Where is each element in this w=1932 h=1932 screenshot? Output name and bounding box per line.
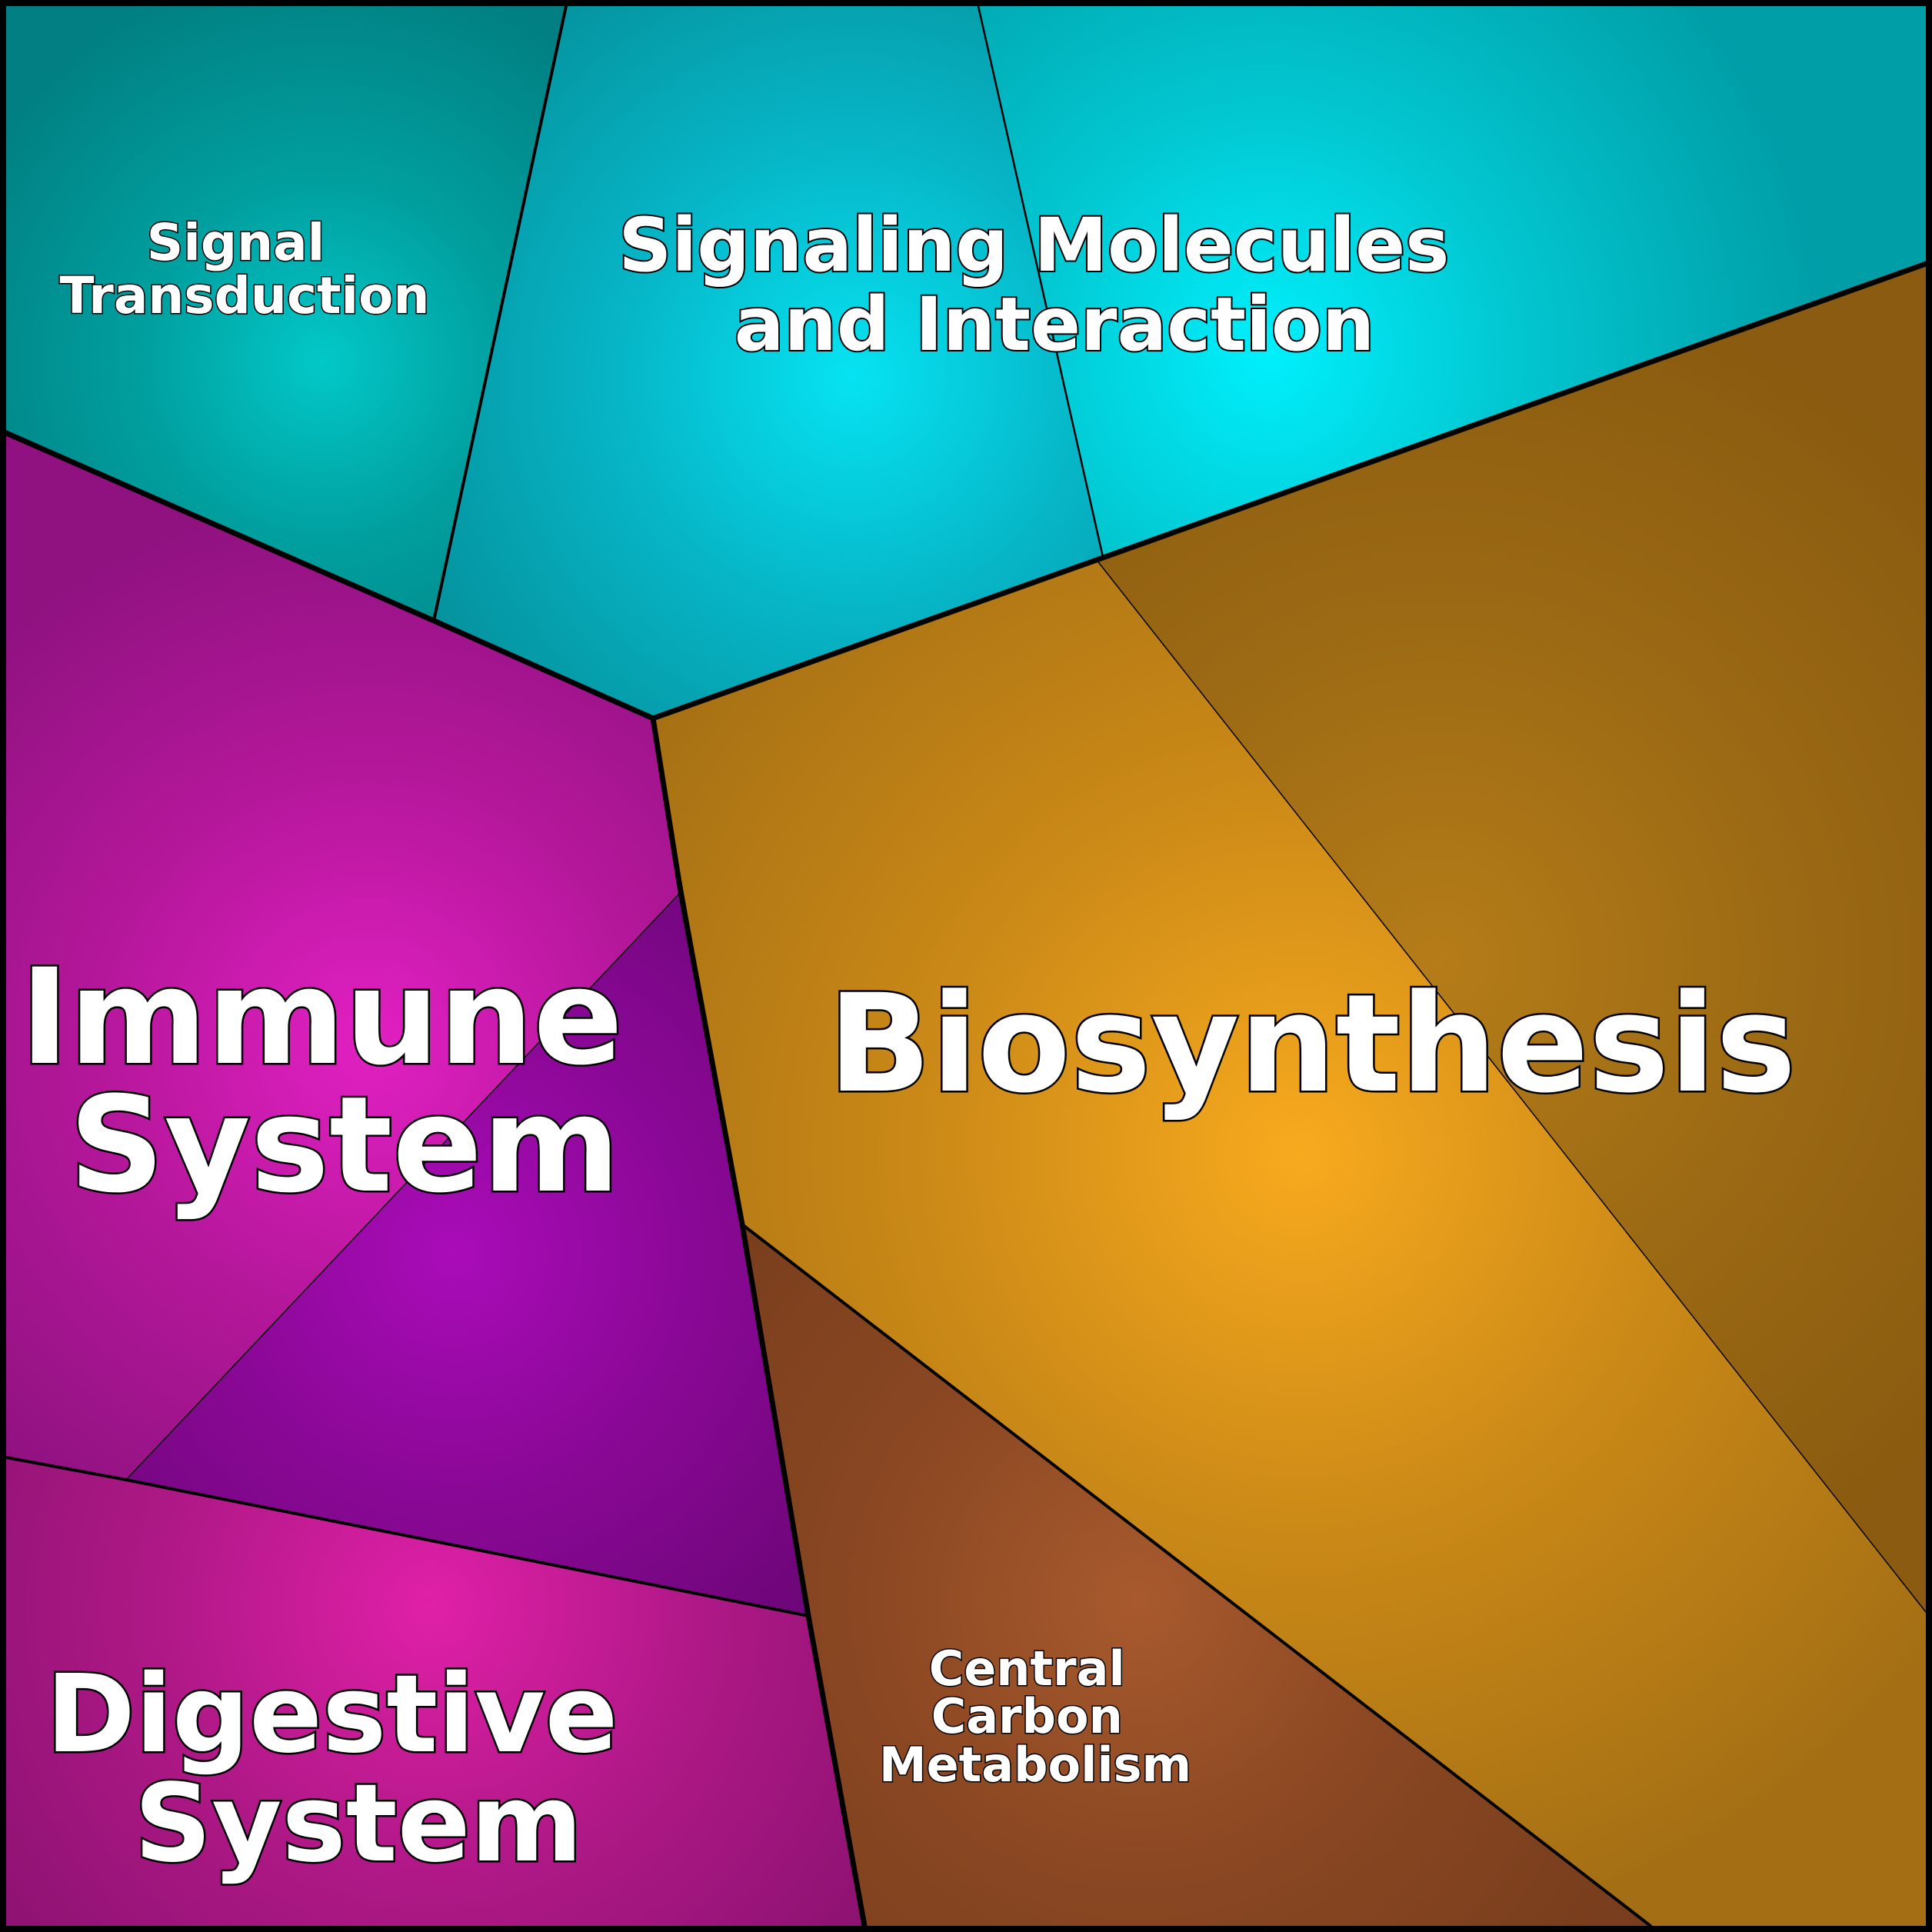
label-line: Central (929, 1641, 1125, 1697)
border-medium-3 (5, 1456, 810, 1617)
label-immune-system: Immune System (20, 940, 669, 1222)
cell-signaling-molecules-a (434, 6, 1103, 718)
border-thin-1 (977, 5, 1104, 558)
label-biosynthesis: Biosynthesis (828, 965, 1797, 1123)
label-line: Biosynthesis (828, 965, 1797, 1123)
border-thick-2 (650, 715, 868, 1929)
label-digestive-system: Digestive System (46, 1652, 656, 1887)
cell-biosynthesis-a (653, 559, 1926, 1926)
label-line: Digestive (46, 1652, 618, 1777)
label-line: Signal (147, 213, 325, 272)
label-signal-transduction: Signal Transduction (60, 213, 430, 325)
label-central-carbon-metabolism: Central Carbon Metabolism (879, 1641, 1191, 1793)
label-line: System (69, 1068, 620, 1222)
cell-biosynthesis-b (1096, 264, 1926, 1612)
cell-digestive-system (6, 1457, 864, 1926)
label-line: Carbon (931, 1688, 1123, 1744)
border-thick-1 (3, 261, 1929, 721)
border-medium-2 (741, 1223, 1652, 1927)
label-line: Transduction (60, 266, 430, 325)
cell-signal-transduction (6, 6, 566, 621)
label-line: and Interaction (734, 281, 1374, 368)
cell-signaling-molecules-b (978, 6, 1926, 557)
cell-immune-system-a (6, 433, 681, 1480)
border-medium-1 (432, 5, 568, 622)
label-line: Metabolism (879, 1737, 1191, 1793)
label-line: System (134, 1761, 582, 1887)
label-line: Signaling Molecules (618, 202, 1449, 288)
border-thin-2 (1095, 558, 1927, 1613)
cell-immune-system-b (126, 892, 808, 1616)
label-signaling-molecules: Signaling Molecules and Interaction (618, 202, 1475, 368)
border-thin-3 (125, 891, 681, 1481)
cell-labels: Signal Transduction Signaling Molecules … (18, 201, 1798, 1889)
label-line: Immune (20, 940, 623, 1094)
